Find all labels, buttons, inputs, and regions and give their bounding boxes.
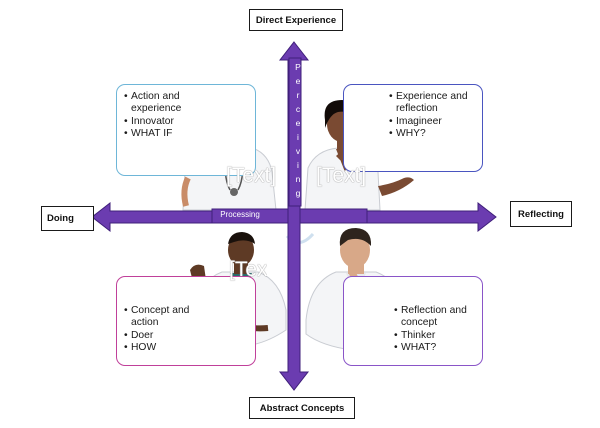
perceiving-letter: g (295, 188, 301, 198)
placeholder-text: [Text] (316, 164, 367, 187)
list-item: Experience and reflection (389, 91, 479, 116)
perceiving-letter: v (295, 146, 301, 156)
perceiving-letter: n (295, 174, 301, 184)
quadrant-bottom-right-list: Reflection and concept Thinker WHAT? (394, 305, 478, 354)
list-item: Imagineer (389, 116, 479, 129)
list-item: WHAT? (394, 342, 478, 355)
processing-label: Processing (220, 210, 260, 219)
list-item: Reflection and concept (394, 305, 478, 330)
list-item: Doer (124, 330, 204, 343)
perceiving-letter: r (296, 90, 300, 100)
axis-label-left: Doing (41, 206, 94, 231)
placeholder-text: [Text] (229, 258, 267, 281)
quadrant-top-left-list: Action and experience Innovator WHAT IF (124, 91, 204, 140)
list-item: HOW (124, 342, 204, 355)
list-item: Thinker (394, 330, 478, 343)
list-item: Concept and action (124, 305, 204, 330)
placeholder-text: [Text] (226, 164, 277, 187)
perceiving-letter: e (295, 76, 301, 86)
axis-label-right: Reflecting (510, 201, 572, 227)
perceiving-letter: P (295, 62, 301, 72)
quadrant-top-right-list: Experience and reflection Imagineer WHY? (389, 91, 479, 140)
list-item: WHAT IF (124, 128, 204, 141)
list-item: WHY? (389, 128, 479, 141)
axis-label-bottom: Abstract Concepts (249, 397, 355, 419)
perceiving-letter: e (295, 118, 301, 128)
axis-label-top: Direct Experience (249, 9, 343, 31)
list-item: Innovator (124, 116, 204, 129)
perceiving-letter: i (297, 132, 299, 142)
vertical-arrow (278, 41, 310, 391)
perceiving-letter: i (297, 160, 299, 170)
list-item: Action and experience (124, 91, 204, 116)
perceiving-letter: c (295, 104, 301, 114)
quadrant-bottom-left-list: Concept and action Doer HOW (124, 305, 204, 354)
